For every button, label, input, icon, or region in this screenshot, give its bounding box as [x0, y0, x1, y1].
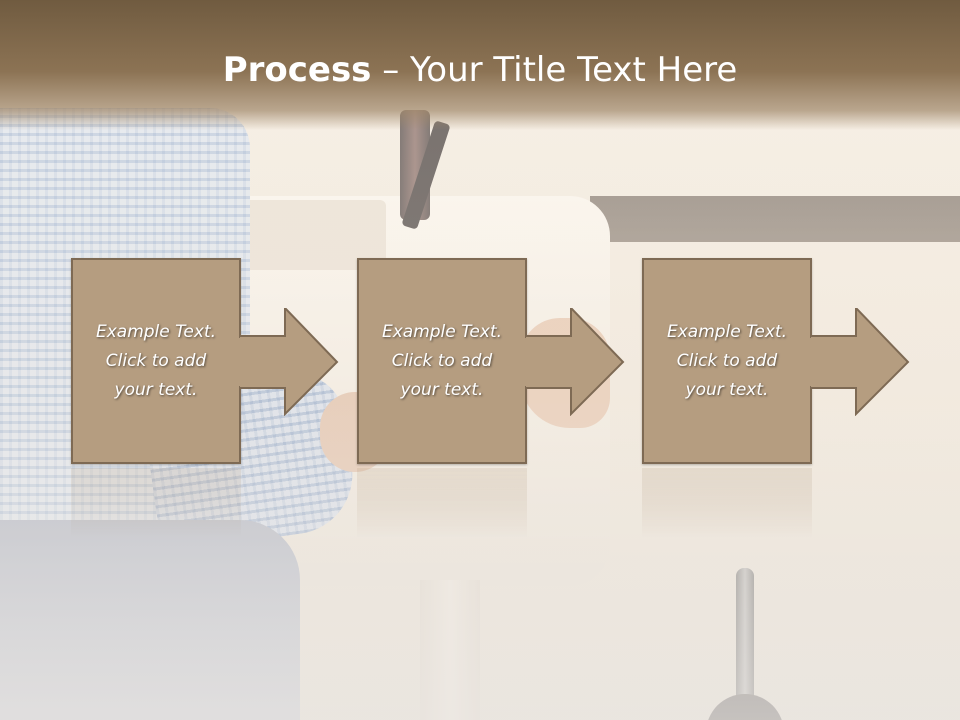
step-text-line: Example Text. [95, 321, 217, 342]
step-box[interactable]: Example Text. Click to add your text. [642, 258, 812, 464]
step-text-line: Click to add [105, 350, 207, 371]
step-text-line: Example Text. [381, 321, 503, 342]
title-rest: – Your Title Text Here [371, 50, 738, 90]
step-text[interactable]: Example Text. Click to add your text. [81, 318, 231, 405]
step-box[interactable]: Example Text. Click to add your text. [357, 258, 527, 464]
right-arrow-icon [525, 308, 625, 416]
step-text-line: Click to add [676, 350, 778, 371]
step-text-line: your text. [114, 379, 198, 400]
right-arrow-icon [810, 308, 910, 416]
step-reflection [71, 468, 321, 538]
step-text[interactable]: Example Text. Click to add your text. [652, 318, 802, 405]
step-text[interactable]: Example Text. Click to add your text. [367, 318, 517, 405]
step-text-line: your text. [400, 379, 484, 400]
step-reflection [642, 468, 892, 538]
step-text-line: Click to add [391, 350, 493, 371]
process-step-2[interactable]: Example Text. Click to add your text. [357, 258, 625, 468]
process-step-1[interactable]: Example Text. Click to add your text. [71, 258, 339, 468]
step-reflection [357, 468, 607, 538]
right-arrow-icon [239, 308, 339, 416]
title-bold: Process [222, 50, 372, 90]
slide-title[interactable]: Process – Your Title Text Here [0, 50, 960, 90]
header-bar [0, 0, 960, 130]
step-box[interactable]: Example Text. Click to add your text. [71, 258, 241, 464]
process-step-3[interactable]: Example Text. Click to add your text. [642, 258, 910, 468]
step-text-line: Example Text. [666, 321, 788, 342]
step-text-line: your text. [685, 379, 769, 400]
